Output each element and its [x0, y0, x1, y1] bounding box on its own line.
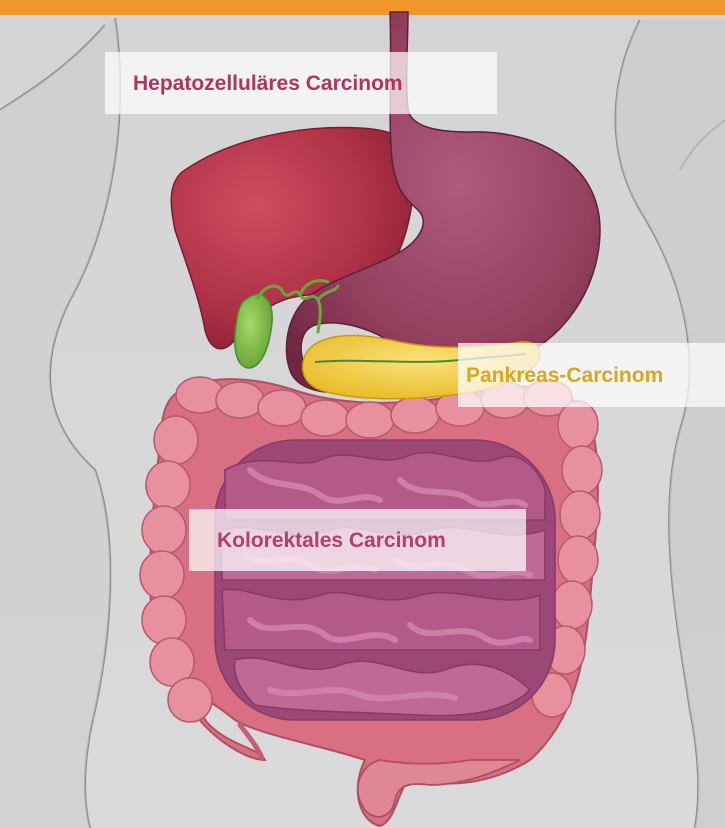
label-colorectal-carcinoma: Kolorektales Carcinom [189, 509, 526, 571]
accent-bar [0, 0, 725, 15]
label-hepatocellular-carcinoma: Hepatozelluläres Carcinom [105, 52, 497, 114]
label-colorectal-text: Kolorektales Carcinom [217, 530, 446, 551]
label-hepatocellular-text: Hepatozelluläres Carcinom [133, 73, 403, 94]
label-pancreatic-carcinoma: Pankreas-Carcinom [458, 343, 725, 407]
label-pancreatic-text: Pankreas-Carcinom [466, 365, 663, 386]
